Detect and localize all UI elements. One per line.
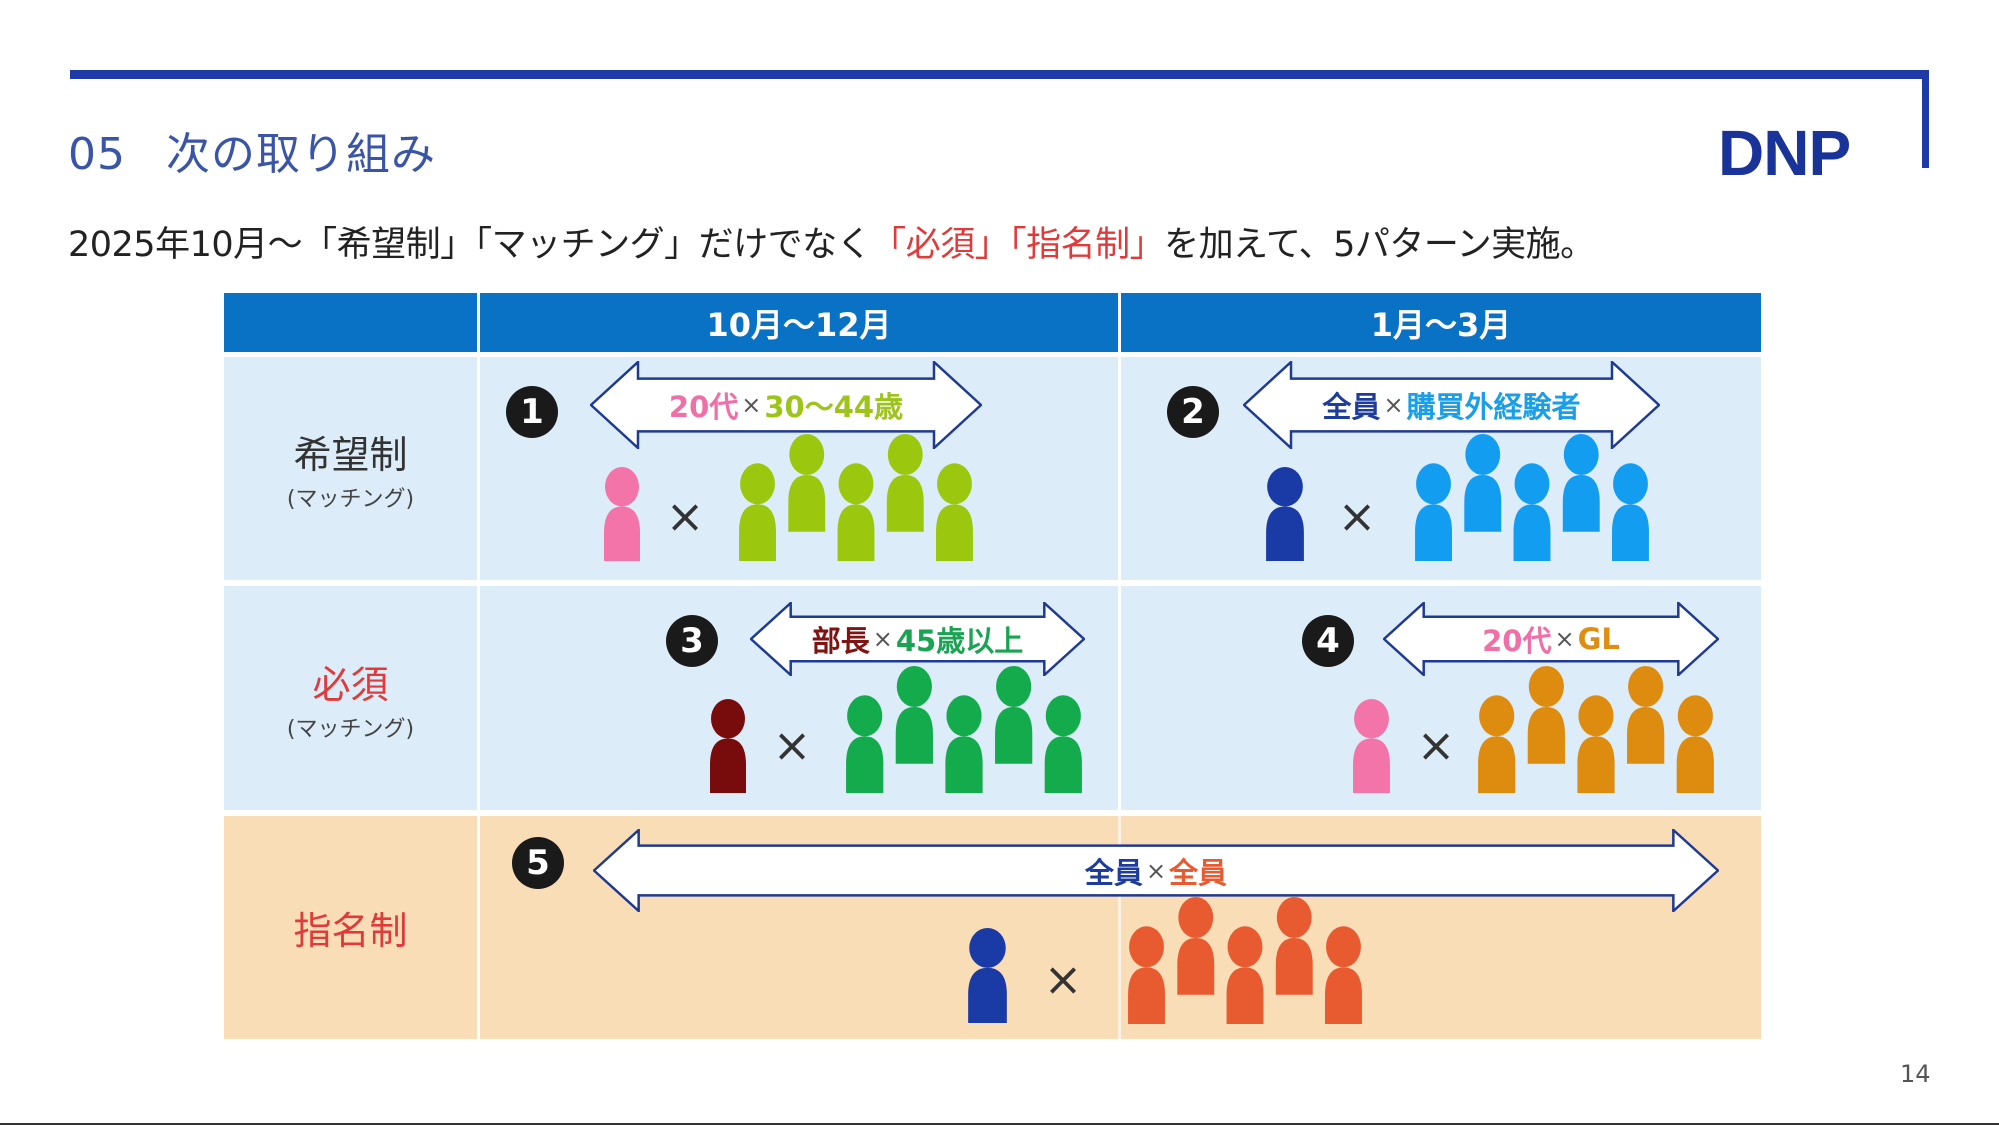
people-group-icon	[1415, 434, 1649, 561]
number-badge: 2	[1167, 386, 1219, 438]
double-arrow-icon	[1243, 361, 1660, 449]
double-arrow-icon	[590, 361, 982, 449]
double-arrow: 20代×GL	[1383, 602, 1719, 676]
pattern-label-right: 全員	[1169, 855, 1228, 890]
page-number: 14	[1900, 1060, 1931, 1088]
double-arrow-icon	[1383, 602, 1719, 676]
number-badge: 5	[512, 837, 564, 889]
row-label-shimei: 指名制	[224, 816, 477, 1039]
people-group-icon	[739, 434, 973, 561]
pattern-label: 20代×GL	[1383, 602, 1719, 676]
number-badge: 1	[506, 386, 558, 438]
header-corner	[224, 293, 477, 352]
double-arrow: 全員×購買外経験者	[1243, 361, 1660, 449]
number-badge: 4	[1302, 615, 1354, 667]
pattern-label-left: 20代	[668, 390, 739, 424]
pattern-label-right: GL	[1577, 622, 1620, 656]
double-arrow: 20代×30〜44歳	[590, 361, 982, 449]
pattern-label: 20代×30〜44歳	[590, 361, 982, 449]
section-title: 次の取り組み	[166, 129, 436, 180]
double-arrow: 全員×全員	[593, 829, 1719, 912]
pattern-label-right: 45歳以上	[895, 624, 1024, 658]
person-icon	[710, 699, 746, 793]
person-icon	[968, 928, 1007, 1023]
section-number: 05	[68, 129, 126, 180]
row-label-sub: (マッチング)	[286, 487, 415, 512]
pattern-label-times: ×	[741, 391, 762, 419]
multiply-sign: ×	[1337, 489, 1377, 543]
row-label-sub: (マッチング)	[286, 716, 415, 742]
pattern-label-left: 20代	[1482, 624, 1552, 658]
row-label-main: 希望制	[293, 433, 408, 477]
people-group-icon	[1128, 897, 1362, 1024]
multiply-sign: ×	[1043, 952, 1083, 1006]
pattern-label-left: 全員	[1322, 390, 1381, 424]
double-arrow-icon	[593, 829, 1719, 912]
dnp-logo: DNP	[1718, 117, 1851, 189]
column-divider	[1118, 816, 1121, 1039]
double-arrow-icon	[750, 602, 1085, 676]
pattern-label-times: ×	[1554, 625, 1575, 653]
multiply-sign: ×	[1416, 718, 1456, 772]
person-icon	[1353, 699, 1390, 793]
column-header-oct-dec: 10月〜12月	[480, 293, 1118, 352]
row-label-main: 必須	[312, 662, 389, 707]
pattern-label-right: 30〜44歳	[764, 390, 904, 424]
multiply-sign: ×	[665, 489, 705, 543]
subtitle-part1: 2025年10月〜「希望制」「マッチング」だけでなく	[68, 225, 872, 265]
column-header-jan-mar: 1月〜3月	[1121, 293, 1761, 352]
person-icon	[1266, 467, 1304, 561]
right-rule	[1922, 70, 1929, 168]
number-badge: 3	[666, 615, 718, 667]
bottom-border	[0, 1123, 1999, 1125]
row-label-kibou: 希望制 (マッチング)	[224, 357, 477, 580]
pattern-label-times: ×	[1145, 856, 1167, 885]
pattern-label-left: 全員	[1084, 855, 1143, 890]
subtitle-highlight: 「必須」「指名制」	[871, 225, 1165, 265]
row-label-hissu: 必須 (マッチング)	[224, 586, 477, 810]
subtitle: 2025年10月〜「希望制」「マッチング」だけでなく「必須」「指名制」を加えて、…	[68, 216, 1595, 267]
person-icon	[604, 467, 640, 561]
multiply-sign: ×	[772, 718, 812, 772]
subtitle-part2: を加えて、5パターン実施。	[1164, 225, 1595, 265]
people-group-icon	[846, 666, 1082, 793]
pattern-label: 全員×全員	[593, 829, 1719, 912]
pattern-label-left: 部長	[811, 624, 870, 658]
double-arrow: 部長×45歳以上	[750, 602, 1085, 676]
pattern-label-times: ×	[872, 625, 893, 653]
people-group-icon	[1478, 666, 1714, 793]
pattern-label-times: ×	[1383, 391, 1404, 419]
pattern-label: 全員×購買外経験者	[1243, 361, 1660, 449]
row-label-main: 指名制	[293, 909, 408, 953]
top-rule	[70, 70, 1929, 79]
slide-title: 05 次の取り組み	[68, 118, 436, 182]
pattern-label: 部長×45歳以上	[750, 602, 1085, 676]
pattern-label-right: 購買外経験者	[1406, 390, 1581, 424]
